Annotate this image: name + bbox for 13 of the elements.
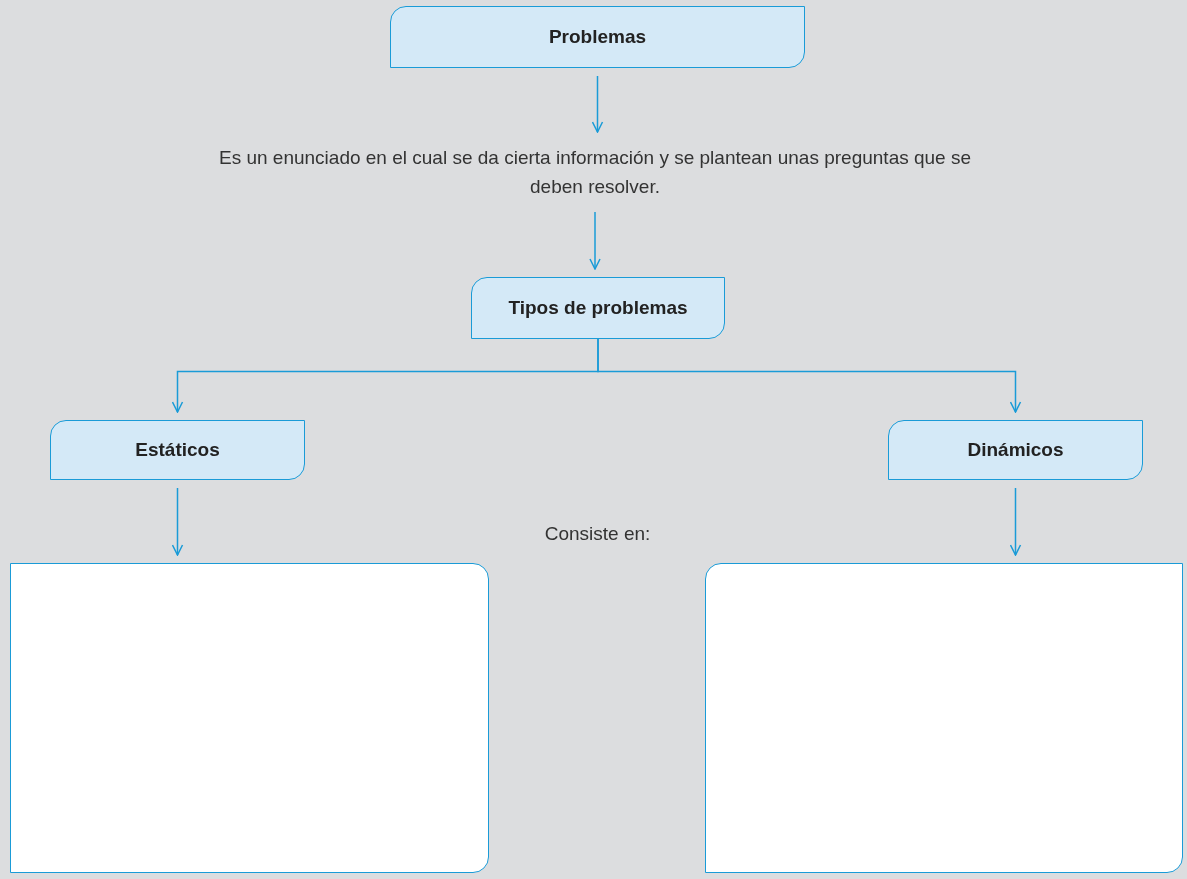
definition-text: Es un enunciado en el cual se da cierta información y se plantean unas preguntas que se deben resolver.: [200, 140, 990, 204]
arrow: [1009, 487, 1022, 556]
concept-box: Dinámicos: [888, 420, 1143, 480]
answer-box: [705, 563, 1183, 873]
concept-box: Estáticos: [50, 420, 305, 480]
answer-box: [10, 563, 489, 873]
note-text: Consiste en:: [543, 522, 652, 546]
arrow: [591, 75, 604, 133]
concept-box: Tipos de problemas: [471, 277, 725, 339]
concept-box: Problemas: [390, 6, 805, 68]
arrow: [597, 338, 1022, 413]
arrow: [589, 211, 601, 270]
arrow: [171, 487, 184, 556]
